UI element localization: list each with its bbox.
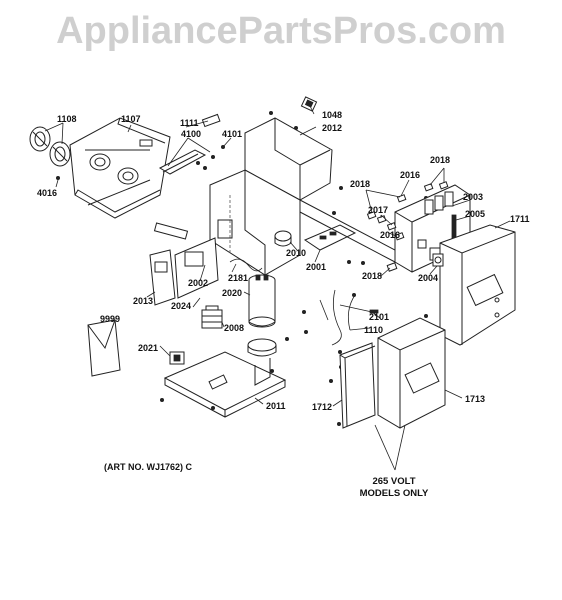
switch-2021 — [169, 351, 185, 365]
switch-plate-4100 — [158, 149, 207, 175]
label-2024: 2024 — [171, 301, 191, 311]
rail-1111b — [153, 222, 189, 240]
voltage-note: 265 VOLT MODELS ONLY — [360, 476, 429, 499]
label-1712: 1712 — [312, 402, 332, 412]
label-1111: 1111 — [180, 118, 199, 128]
watermark: AppliancePartsPros.com — [56, 10, 506, 52]
wire-2181 — [229, 258, 263, 272]
label-4101: 4101 — [222, 129, 242, 139]
wiring-2101 — [319, 289, 381, 346]
cover-1713 — [377, 317, 446, 429]
connector-1048 — [300, 96, 318, 112]
side-panel-1711 — [439, 224, 516, 346]
control-knobs — [29, 126, 71, 167]
terminal-board-2001 — [303, 224, 357, 251]
note-line-2: MODELS ONLY — [360, 488, 429, 499]
bracket-1111 — [201, 113, 221, 128]
label-2008: 2008 — [224, 323, 244, 333]
label-2004: 2004 — [418, 273, 438, 283]
label-2013: 2013 — [133, 296, 153, 306]
label-1048: 1048 — [322, 110, 342, 120]
base-bracket-2011 — [163, 351, 287, 418]
control-panel — [69, 117, 171, 219]
label-1108: 1108 — [57, 114, 77, 124]
label-2020: 2020 — [222, 288, 242, 298]
label-2017: 2017 — [368, 205, 388, 215]
capacitor-clamp — [247, 338, 277, 357]
label-2016-b: 2016 — [380, 230, 400, 240]
label-9999: 9999 — [100, 314, 120, 324]
label-2181: 2181 — [228, 273, 248, 283]
label-2101: 2101 — [369, 312, 389, 322]
label-2018-b: 2018 — [350, 179, 370, 189]
label-1711: 1711 — [510, 214, 530, 224]
capacitor-2020 — [248, 274, 276, 328]
label-2010: 2010 — [286, 248, 306, 258]
label-2018-c: 2018 — [362, 271, 382, 281]
label-2016-a: 2016 — [400, 170, 420, 180]
label-1713: 1713 — [465, 394, 485, 404]
control-box-2012 — [209, 117, 333, 276]
transformer-2008 — [201, 305, 223, 329]
label-2001: 2001 — [306, 262, 326, 272]
art-number: (ART NO. WJ1762) C — [104, 462, 193, 472]
manual-9999 — [87, 319, 121, 377]
label-1107: 1107 — [121, 114, 141, 124]
label-1110: 1110 — [364, 325, 383, 335]
note-line-1: 265 VOLT — [372, 476, 415, 487]
part-labels: 1108 1107 1111 4100 4101 1048 2012 4016 … — [37, 110, 530, 412]
leader-lines — [44, 105, 511, 471]
bracket-2013 — [149, 249, 176, 306]
label-4016: 4016 — [37, 188, 57, 198]
bracket-2002 — [174, 237, 219, 299]
label-2002: 2002 — [188, 278, 208, 288]
component-2004 — [432, 253, 444, 267]
sensor-parts — [366, 181, 449, 272]
label-2003: 2003 — [463, 192, 483, 202]
panel-1712 — [339, 342, 376, 429]
label-2018-a: 2018 — [430, 155, 450, 165]
label-2012: 2012 — [322, 123, 342, 133]
label-2011: 2011 — [266, 401, 286, 411]
label-2021: 2021 — [138, 343, 158, 353]
label-4100: 4100 — [181, 129, 201, 139]
label-2005: 2005 — [465, 209, 485, 219]
